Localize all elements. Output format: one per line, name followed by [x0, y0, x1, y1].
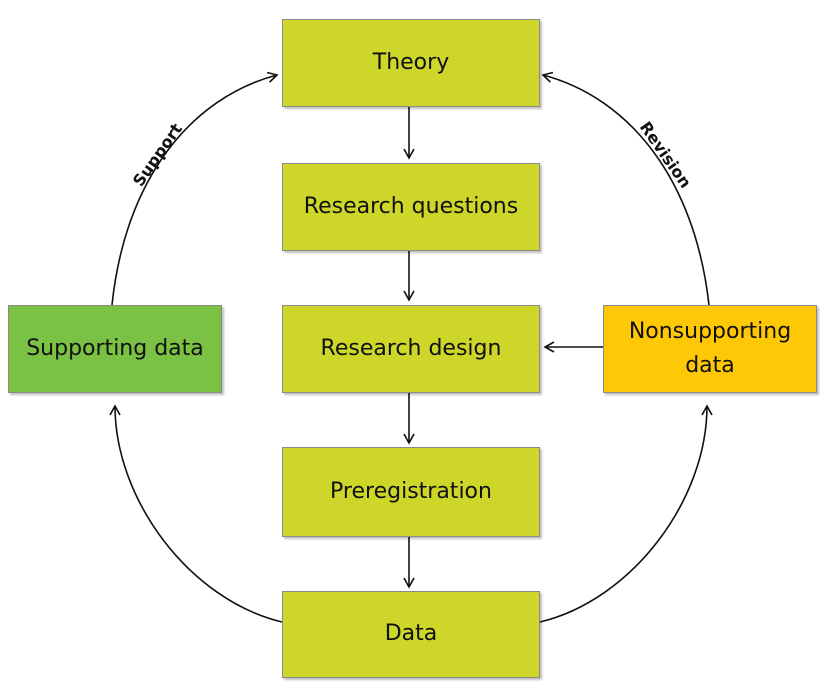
arc-nonsupporting-to-theory [541, 71, 710, 306]
nonsupporting-data-label-line2: data [685, 353, 735, 378]
theory-box: Theory [282, 19, 540, 107]
research-questions-label: Research questions [303, 193, 519, 219]
research-questions-box: Research questions [282, 163, 540, 251]
edge-label-revision: Revision [636, 118, 695, 192]
data-label: Data [384, 621, 438, 647]
supporting-data-label: Supporting data [26, 335, 204, 361]
arc-data-to-nonsupporting [539, 404, 713, 623]
supporting-data-box: Supporting data [8, 305, 222, 393]
edge-label-support: Support [129, 119, 186, 189]
preregistration-box: Preregistration [282, 447, 540, 537]
arc-data-to-supporting [109, 404, 283, 623]
theory-label: Theory [372, 49, 450, 75]
nonsupporting-data-box: Nonsupporting data [603, 305, 817, 393]
data-box: Data [282, 591, 540, 678]
arc-support-to-theory [111, 71, 279, 306]
research-design-label: Research design [320, 335, 502, 361]
preregistration-label: Preregistration [330, 478, 492, 504]
research-design-box: Research design [282, 305, 540, 393]
nonsupporting-data-label-line1: Nonsupporting [628, 318, 792, 344]
